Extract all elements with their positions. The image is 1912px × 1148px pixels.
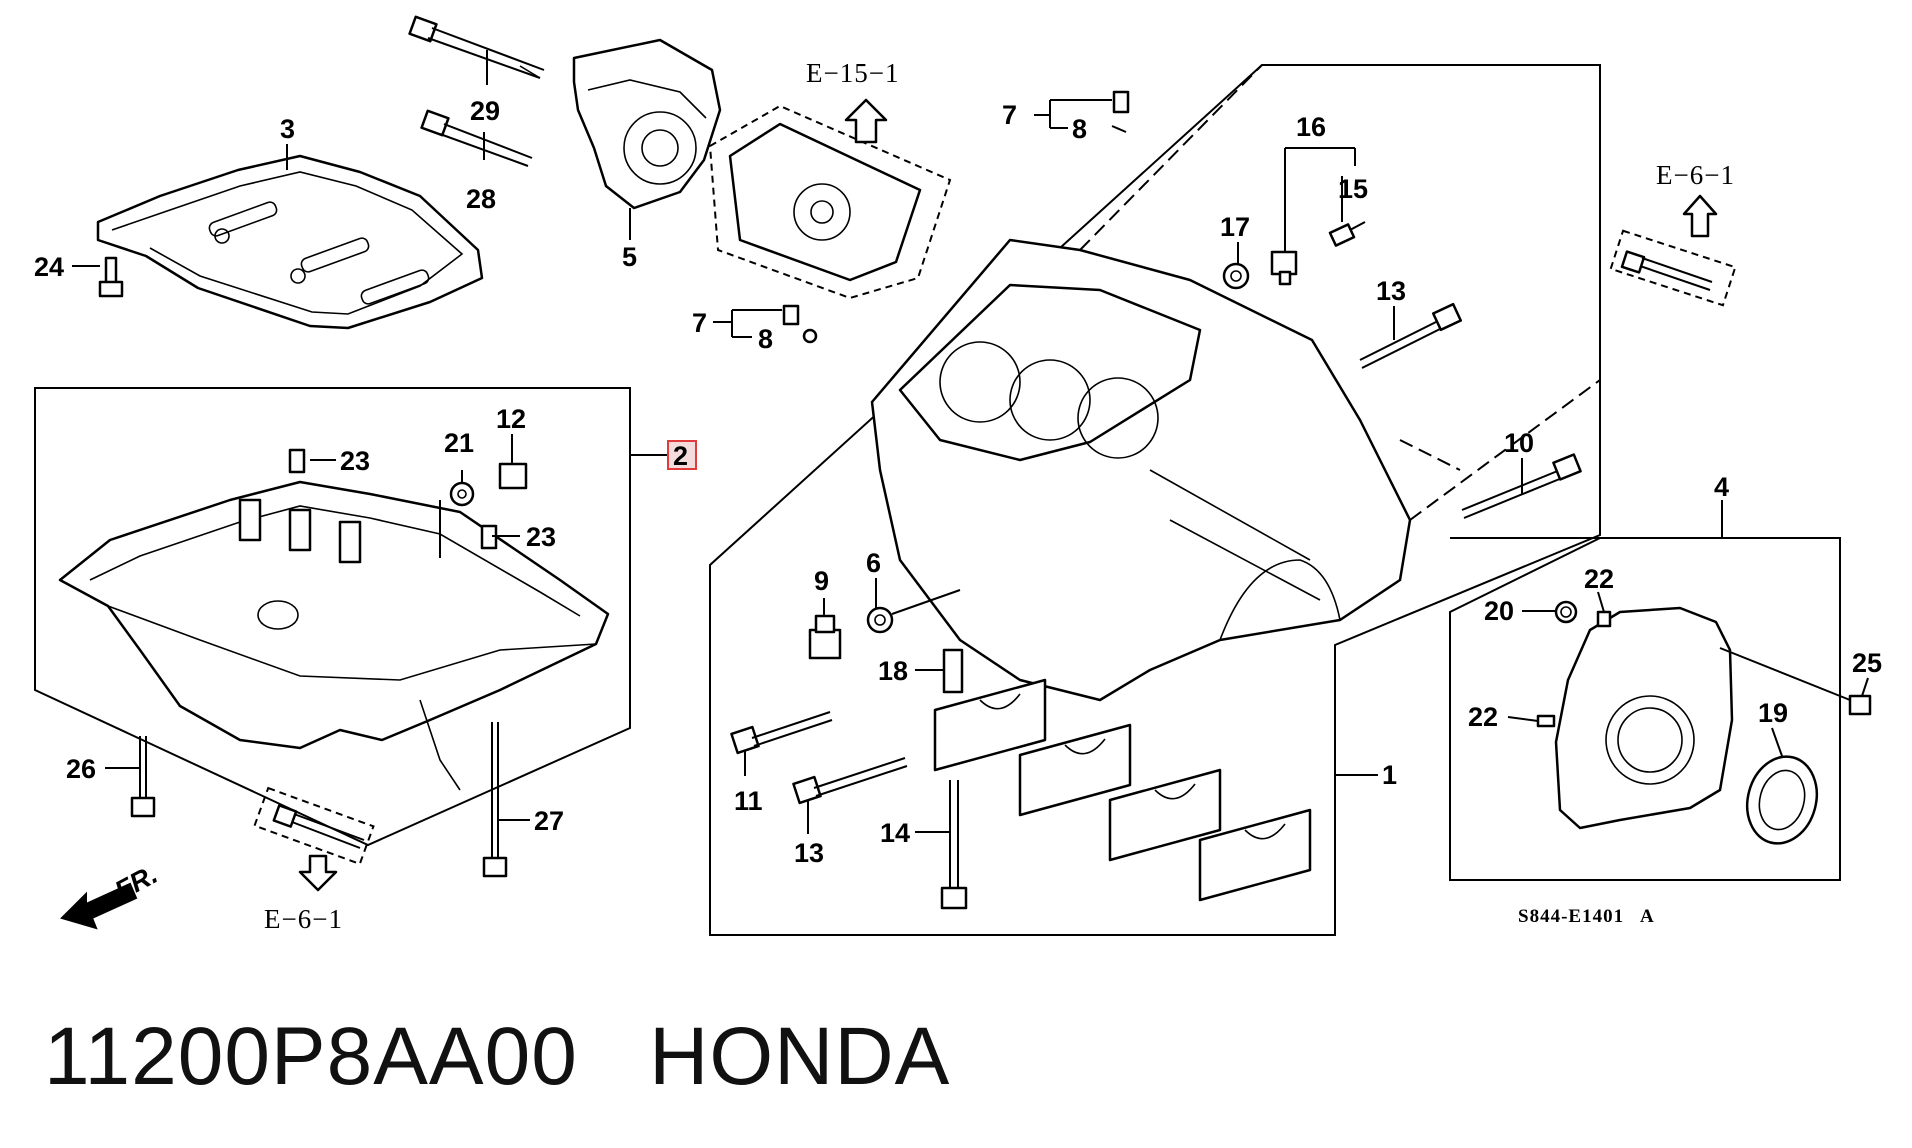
- plug-12-part: [498, 462, 528, 490]
- callout-2: 2: [673, 441, 688, 471]
- bearing-caps-part: [933, 678, 1312, 902]
- washer-17-part: [1222, 262, 1250, 290]
- callout-23-lower: 23: [526, 522, 556, 552]
- dowel-pins-23-part: [288, 448, 498, 550]
- callout-1: 1: [1382, 760, 1397, 790]
- bolt-13-upper-part: [1359, 302, 1463, 369]
- callout-16: 16: [1296, 112, 1326, 142]
- up-arrow-icon: [1682, 194, 1718, 238]
- callout-5: 5: [622, 242, 637, 272]
- callout-25: 25: [1852, 648, 1882, 678]
- callout-14: 14: [880, 818, 910, 848]
- bolt-7-upper-part: [1111, 90, 1130, 133]
- callout-leaders: [72, 50, 1869, 834]
- bolt-25-part: [1848, 694, 1872, 716]
- rear-cover-part: [1554, 606, 1851, 830]
- oil-pan-part: [58, 480, 610, 791]
- bolt-13-lower-part: [792, 757, 908, 805]
- callout-19: 19: [1758, 698, 1788, 728]
- part-number-title: 11200P8AA00 HONDA: [44, 1011, 951, 1102]
- baffle-plate-part: [96, 154, 484, 330]
- callout-11: 11: [734, 786, 763, 816]
- callout-13-lower: 13: [794, 838, 824, 868]
- section-ref-bottom: E−6−1: [264, 904, 343, 934]
- bolt-24-part: [98, 256, 124, 298]
- callout-6: 6: [866, 548, 881, 578]
- down-arrow-icon: [298, 854, 338, 892]
- callout-26: 26: [66, 754, 96, 784]
- oring-20-part: [1554, 600, 1578, 624]
- bolt-7-lower-part: [782, 304, 818, 344]
- drawing-code: S844-E1401: [1518, 906, 1624, 927]
- callout-8-upper: 8: [1072, 114, 1087, 144]
- callout-12: 12: [496, 404, 526, 434]
- switch-16-part: [1270, 250, 1298, 286]
- section-ref-right: E−6−1: [1656, 160, 1735, 190]
- callout-27: 27: [534, 806, 564, 836]
- callout-22-upper: 22: [1584, 564, 1614, 594]
- front-arrow-icon: [60, 882, 138, 930]
- drawing-revision: A: [1640, 906, 1655, 927]
- callout-18: 18: [878, 656, 908, 686]
- callout-7-upper: 7: [1002, 100, 1017, 130]
- bolt-29-part: [408, 15, 545, 79]
- callout-4: 4: [1714, 472, 1729, 502]
- washer-6-part: [866, 589, 961, 634]
- dowel-18-part: [942, 648, 964, 694]
- oil-seal-19-part: [1745, 755, 1819, 845]
- bolt-e61-bottom-part: [253, 786, 375, 866]
- callout-10: 10: [1504, 428, 1534, 458]
- oil-pan-group-frame: [34, 387, 670, 847]
- callout-15: 15: [1338, 174, 1368, 204]
- callout-3: 3: [280, 114, 295, 144]
- callout-labels: 1 2 3 4 5 6 7 7 8 8 9 10 11 12 13 13 14 …: [34, 96, 1882, 868]
- bolt-11-part: [730, 711, 833, 755]
- rear-cover-group-frame: [1449, 500, 1841, 881]
- callout-20: 20: [1484, 596, 1514, 626]
- sensor-15-part: [1328, 221, 1366, 247]
- callout-7-lower: 7: [692, 308, 707, 338]
- bolt-e61-right-part: [1609, 229, 1737, 307]
- up-arrow-icon: [844, 98, 888, 144]
- engine-block-part: [870, 238, 1412, 702]
- plug-9-part: [808, 614, 842, 660]
- callout-8-lower: 8: [758, 324, 773, 354]
- bolt-27-part: [482, 722, 508, 878]
- bolt-26-part: [130, 736, 156, 818]
- callout-24: 24: [34, 252, 64, 282]
- callout-21: 21: [444, 428, 474, 458]
- callout-22-lower: 22: [1468, 702, 1498, 732]
- oil-pump-part: [572, 38, 722, 210]
- bolt-10-part: [1461, 453, 1582, 519]
- block-leaders: [1079, 64, 1601, 521]
- bolt-14-part: [940, 780, 968, 910]
- callout-28: 28: [466, 184, 496, 214]
- pump-cover-part: [708, 104, 952, 300]
- callout-29: 29: [470, 96, 500, 126]
- callout-23-upper: 23: [340, 446, 370, 476]
- callout-9: 9: [814, 566, 829, 596]
- section-ref-top: E−15−1: [806, 58, 899, 88]
- washer-21-part: [449, 481, 475, 507]
- callout-13-upper: 13: [1376, 276, 1406, 306]
- callout-17: 17: [1220, 212, 1250, 242]
- callout-2-highlight: [667, 440, 697, 470]
